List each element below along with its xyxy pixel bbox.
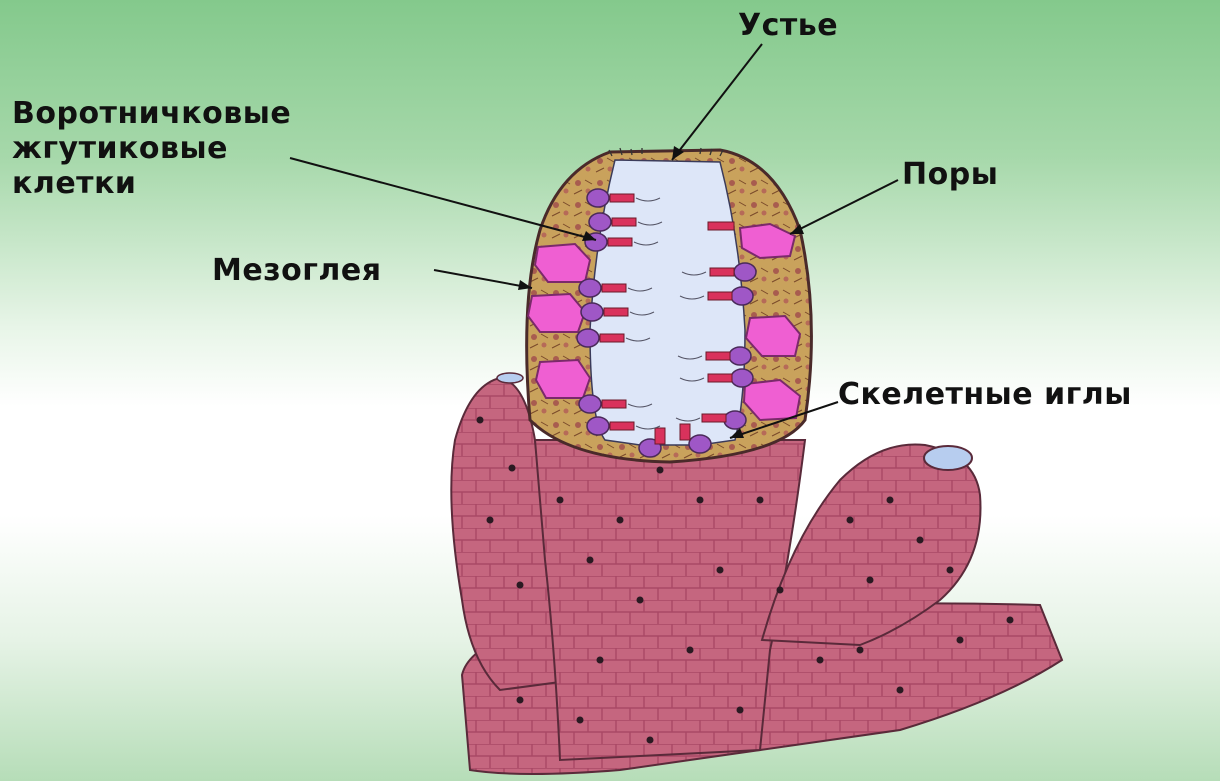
main-column — [535, 440, 805, 760]
label-skeletal-needles: Скелетные иглы — [838, 377, 1132, 412]
label-collar-line3: клетки — [12, 166, 136, 201]
label-collar-line2: жгутиковые — [12, 131, 228, 166]
osculum-left-bud — [497, 373, 523, 383]
label-mesoglea: Мезоглея — [212, 253, 382, 288]
cross-section — [527, 148, 812, 462]
label-collar-line1: Воротничковые — [12, 96, 291, 131]
osculum-right-branch — [924, 446, 972, 470]
label-pores: Поры — [902, 157, 998, 192]
label-collar-flagellate-cells: Воротничковые жгутиковые клетки — [12, 96, 291, 201]
label-osculum: Устье — [738, 8, 838, 43]
